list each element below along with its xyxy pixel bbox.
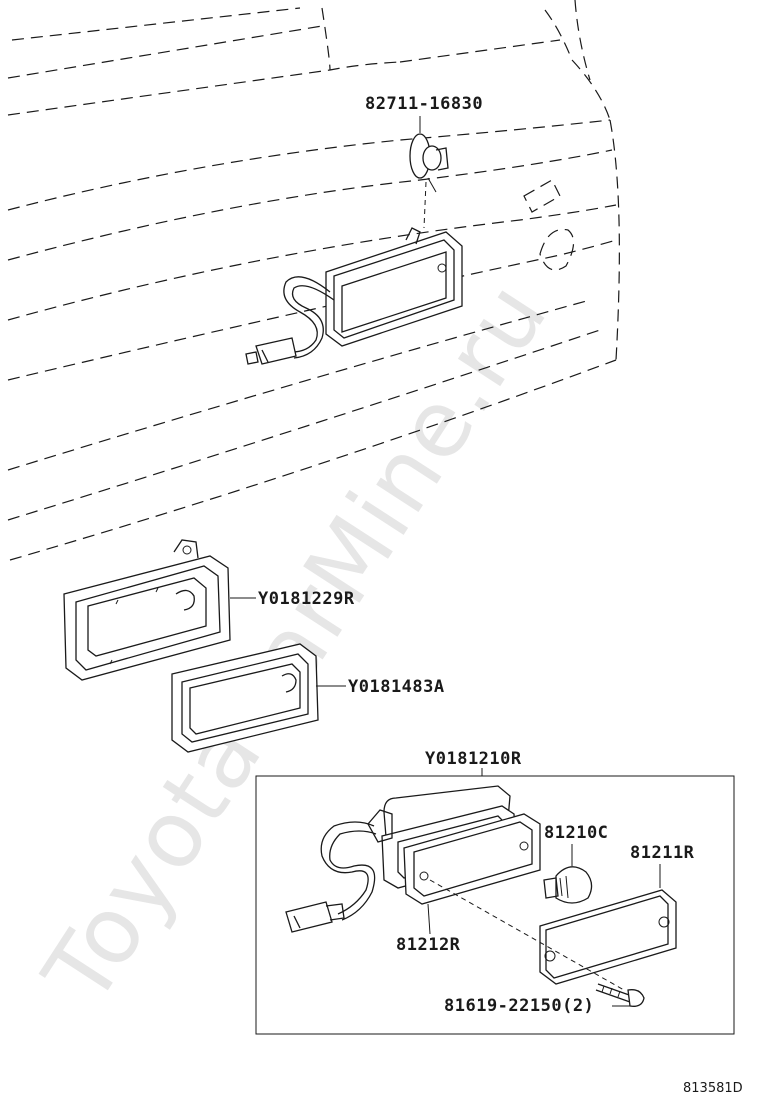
lamp-assembly-bounding-box <box>255 775 735 1035</box>
lens-part <box>539 889 677 985</box>
callout-bulb: 81210C <box>544 823 608 843</box>
screw-alignment-line <box>429 879 625 991</box>
housing-bracket-part <box>63 539 231 681</box>
lens-gasket-part <box>403 813 541 905</box>
installed-license-lamp <box>245 227 463 365</box>
callout-lens: 81211R <box>630 843 695 863</box>
grommet-part <box>409 133 449 229</box>
callout-lens-gasket: 81212R <box>396 935 461 955</box>
figure-code: 813581D <box>683 1081 743 1096</box>
bulb-part <box>543 866 593 904</box>
housing-gasket-part <box>171 643 319 753</box>
callout-grommet: 82711-16830 <box>365 94 483 114</box>
callout-housing-bracket: Y0181229R <box>258 589 355 609</box>
callout-housing-gasket: Y0181483A <box>348 677 445 697</box>
screw-part <box>595 983 645 1007</box>
callout-lamp-assembly: Y0181210R <box>425 749 522 769</box>
vehicle-rear-body-outline <box>7 0 620 561</box>
callout-screw: 81619-22150(2) <box>444 996 594 1016</box>
